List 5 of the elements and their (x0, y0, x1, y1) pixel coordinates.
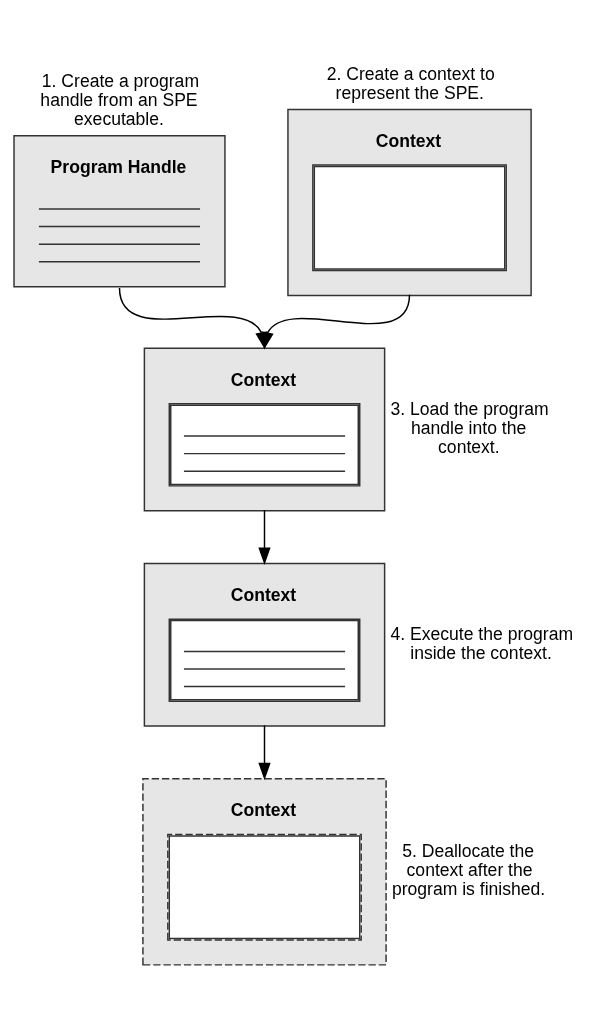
node-label: 3. Load the program handle into the context. (390, 398, 549, 458)
node-label: 5. Deallocate the context after the program is finished. (391, 841, 546, 900)
node-label: 2. Create a context to represent the SPE. (326, 63, 495, 103)
node-label: 4. Execute the program inside the context. (390, 623, 574, 663)
node-label: 1. Create a program handle from an SPE executable. (40, 70, 200, 129)
